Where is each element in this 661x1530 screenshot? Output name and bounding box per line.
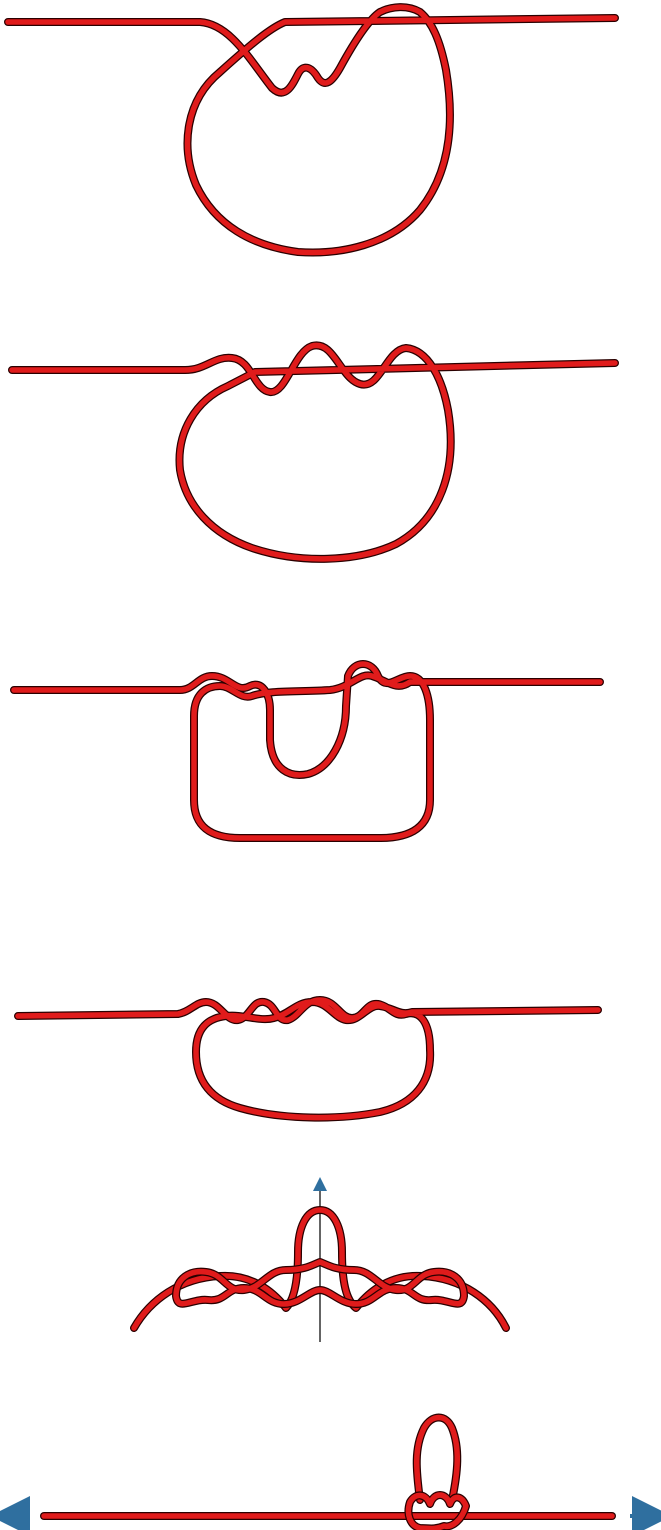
knot-step-2: [12, 345, 615, 558]
knot-step-1: [8, 7, 615, 252]
knot-step-6: [10, 1418, 652, 1529]
rope-step-4-icon: [18, 1000, 598, 1118]
knot-step-3: [14, 664, 600, 838]
rope-step-1-icon: [8, 7, 615, 252]
rope-step-2-icon: [12, 345, 615, 558]
knot-step-4: [18, 1000, 598, 1118]
rope-step-3-icon: [14, 664, 600, 838]
knot-step-5: [134, 1184, 506, 1342]
